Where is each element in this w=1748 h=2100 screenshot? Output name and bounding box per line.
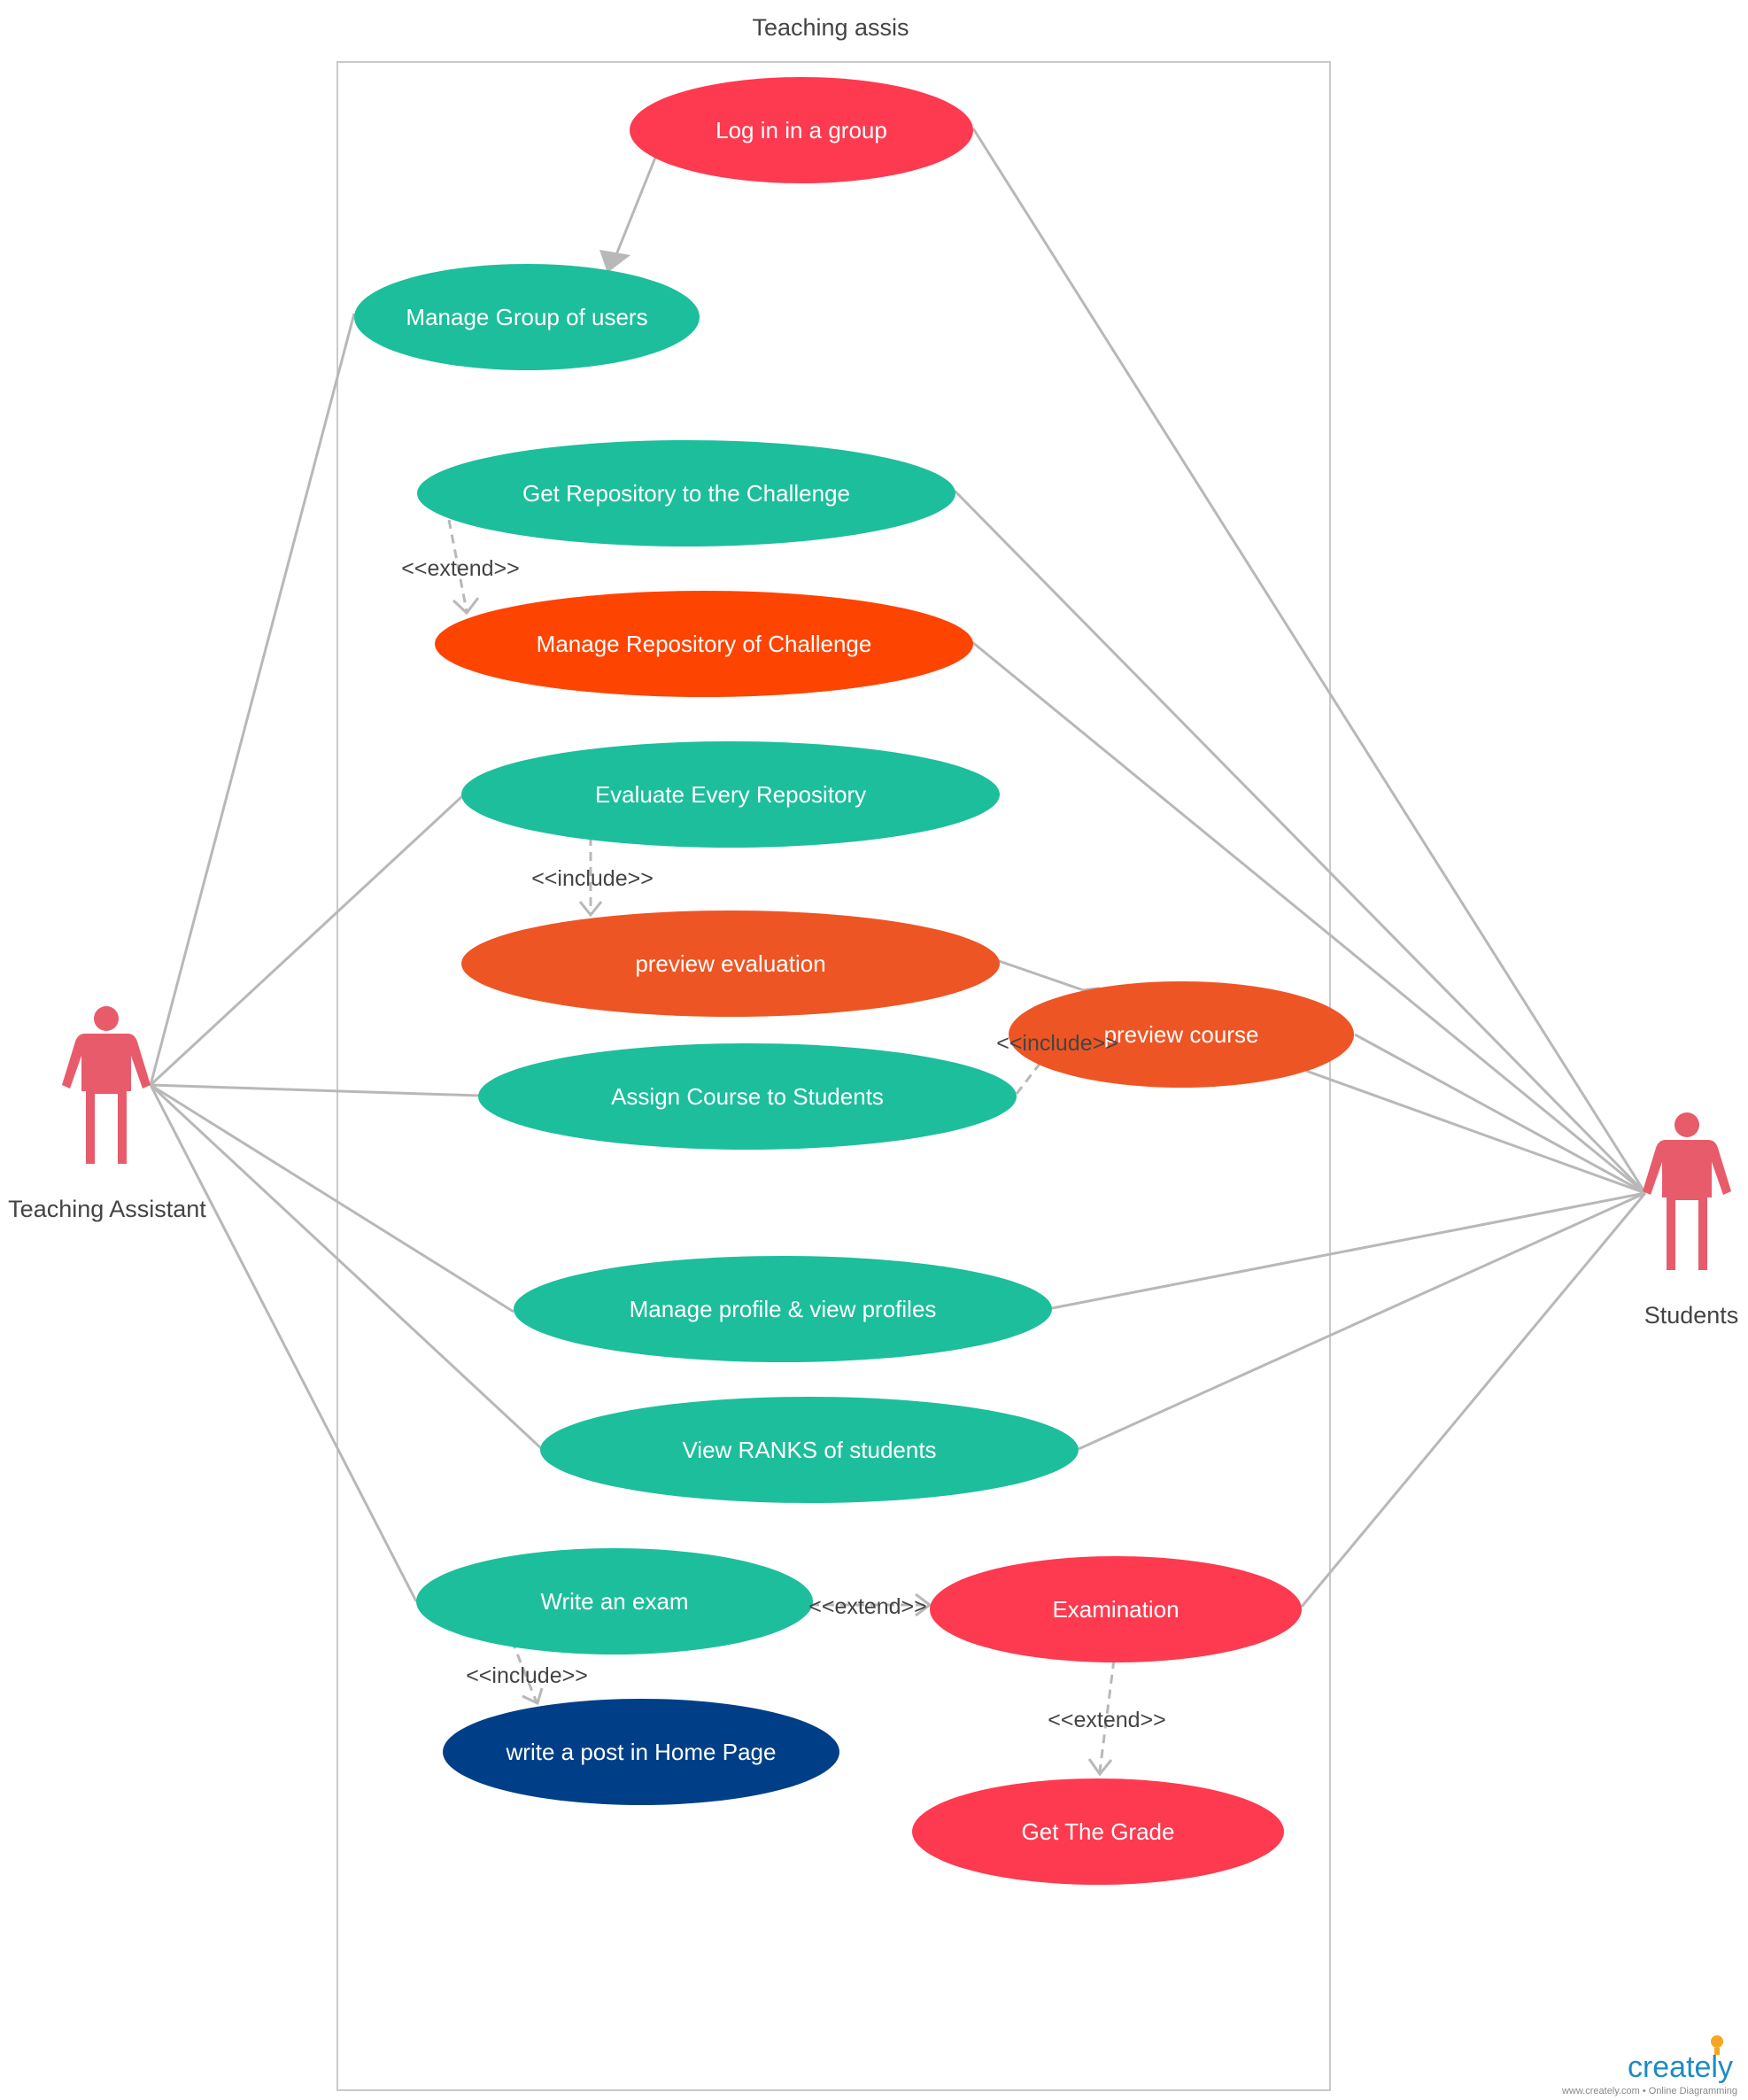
use-case-shape <box>478 1043 1017 1150</box>
use-case-shape <box>630 77 973 183</box>
dep-extend-repo-line <box>447 519 468 612</box>
use-case-get-grade[interactable]: Get The Grade <box>912 1778 1284 1885</box>
use-case-shape <box>435 591 973 697</box>
use-case-manage-profile[interactable]: Manage profile & view profiles <box>514 1256 1052 1362</box>
brand-logo-text: creately <box>1628 2050 1733 2084</box>
dep-extend-grade-head <box>1087 1758 1113 1777</box>
use-case-shape <box>1009 981 1354 1088</box>
use-case-label: Manage Group of users <box>406 304 647 330</box>
use-case-shape <box>354 264 700 370</box>
dep-include-post-head <box>522 1687 544 1706</box>
use-case-label: Get The Grade <box>1022 1818 1175 1845</box>
relation-label-extend-exam: <<extend>> <box>808 1594 926 1619</box>
brand-tagline: www.creately.com • Online Diagramming <box>1561 2086 1737 2096</box>
relation-label-extend-grade: <<extend>> <box>1048 1708 1165 1732</box>
assoc-st-get-repo <box>953 489 1647 1195</box>
assoc-preview-eval-course <box>998 959 1094 996</box>
creately-watermark: creately www.creately.com • Online Diagr… <box>1561 2035 1737 2096</box>
ta-associations <box>149 313 544 1602</box>
assoc-ta-manage-profile <box>150 1083 514 1313</box>
relation-label-include-eval: <<include>> <box>531 866 654 891</box>
use-case-write-exam[interactable]: Write an exam <box>416 1548 813 1654</box>
use-case-shape <box>416 1548 813 1654</box>
use-case-view-ranks[interactable]: View RANKS of students <box>540 1397 1079 1503</box>
student-associations <box>953 128 1647 1608</box>
use-case-manage-group[interactable]: Manage Group of users <box>354 264 700 370</box>
use-case-label: Evaluate Every Repository <box>595 781 866 808</box>
use-case-label: View RANKS of students <box>682 1437 936 1463</box>
use-case-label: Examination <box>1052 1596 1179 1623</box>
use-case-write-post[interactable]: write a post in Home Page <box>443 1699 839 1805</box>
person-icon <box>62 1006 151 1164</box>
dep-include-post-line <box>510 1639 538 1703</box>
assoc-st-view-ranks <box>1078 1191 1646 1451</box>
use-case-shape <box>540 1397 1079 1503</box>
actor-name: Students <box>1644 1302 1739 1329</box>
relation-label-include-post: <<include>> <box>466 1663 588 1688</box>
assoc-st-preview-course-b <box>1305 1069 1646 1195</box>
use-case-examination[interactable]: Examination <box>930 1556 1302 1662</box>
use-case-shape <box>912 1778 1284 1885</box>
assoc-st-login <box>971 128 1647 1194</box>
assoc-ta-view-ranks <box>149 1083 544 1451</box>
actor-name: Teaching Assistant <box>8 1196 206 1222</box>
use-case-shape <box>461 741 1000 848</box>
assoc-ta-write-exam <box>149 1084 418 1602</box>
person-icon <box>1643 1112 1731 1270</box>
actor-students[interactable]: Students <box>1643 1112 1738 1329</box>
use-case-label: preview evaluation <box>635 950 825 977</box>
use-case-shape <box>417 440 955 546</box>
use-case-shape <box>443 1699 839 1805</box>
system-boundary <box>336 61 1331 2091</box>
use-case-assign-course[interactable]: Assign Course to Students <box>478 1043 1017 1150</box>
assoc-ta-manage-group <box>149 313 356 1086</box>
use-case-login[interactable]: Log in in a group <box>630 77 973 183</box>
relation-label-include-course: <<include>> <box>996 1031 1118 1056</box>
assoc-st-manage-repo <box>971 640 1646 1195</box>
generalization-line <box>614 157 657 258</box>
lightbulb-icon <box>1711 2035 1723 2055</box>
assoc-st-examination <box>1300 1192 1647 1608</box>
use-case-preview-course[interactable]: preview course <box>1009 981 1354 1088</box>
use-case-label: Log in in a group <box>715 117 887 143</box>
use-case-manage-repo[interactable]: Manage Repository of Challenge <box>435 591 973 697</box>
assoc-st-preview-course-a <box>1354 1033 1646 1195</box>
use-case-label: Assign Course to Students <box>611 1083 884 1110</box>
use-case-shape <box>514 1256 1052 1362</box>
relation-labels: <<extend>> <<include>> <<include>> <<ext… <box>401 556 1165 1732</box>
dep-extend-repo-head <box>452 597 480 616</box>
actor-teaching-assistant[interactable]: Teaching Assistant <box>8 1006 206 1222</box>
dep-extend-exam-head <box>915 1592 932 1617</box>
dep-include-eval-head <box>578 901 603 918</box>
use-case-evaluate[interactable]: Evaluate Every Repository <box>461 741 1000 848</box>
generalization-login-to-group <box>599 157 657 273</box>
relation-label-extend-repo: <<extend>> <box>401 556 519 581</box>
assoc-st-manage-profile <box>1051 1191 1646 1310</box>
use-case-shape <box>930 1556 1302 1662</box>
use-case-preview-eval[interactable]: preview evaluation <box>461 911 1000 1017</box>
dep-extend-grade-line <box>1098 1659 1116 1772</box>
assoc-ta-assign-course <box>150 1083 480 1097</box>
use-case-shape <box>461 911 1000 1017</box>
use-case-label: write a post in Home Page <box>506 1739 777 1765</box>
generalization-arrowhead <box>599 250 630 273</box>
use-case-label: Manage profile & view profiles <box>630 1296 937 1322</box>
use-case-get-repo[interactable]: Get Repository to the Challenge <box>417 440 955 546</box>
diagram-title: Teaching assis <box>752 14 909 41</box>
use-case-label: Manage Repository of Challenge <box>537 631 872 657</box>
use-case-label: Get Repository to the Challenge <box>522 480 850 507</box>
assoc-ta-evaluate <box>149 794 464 1087</box>
use-case-label: Write an exam <box>540 1588 688 1615</box>
use-case-label: preview course <box>1104 1021 1259 1048</box>
